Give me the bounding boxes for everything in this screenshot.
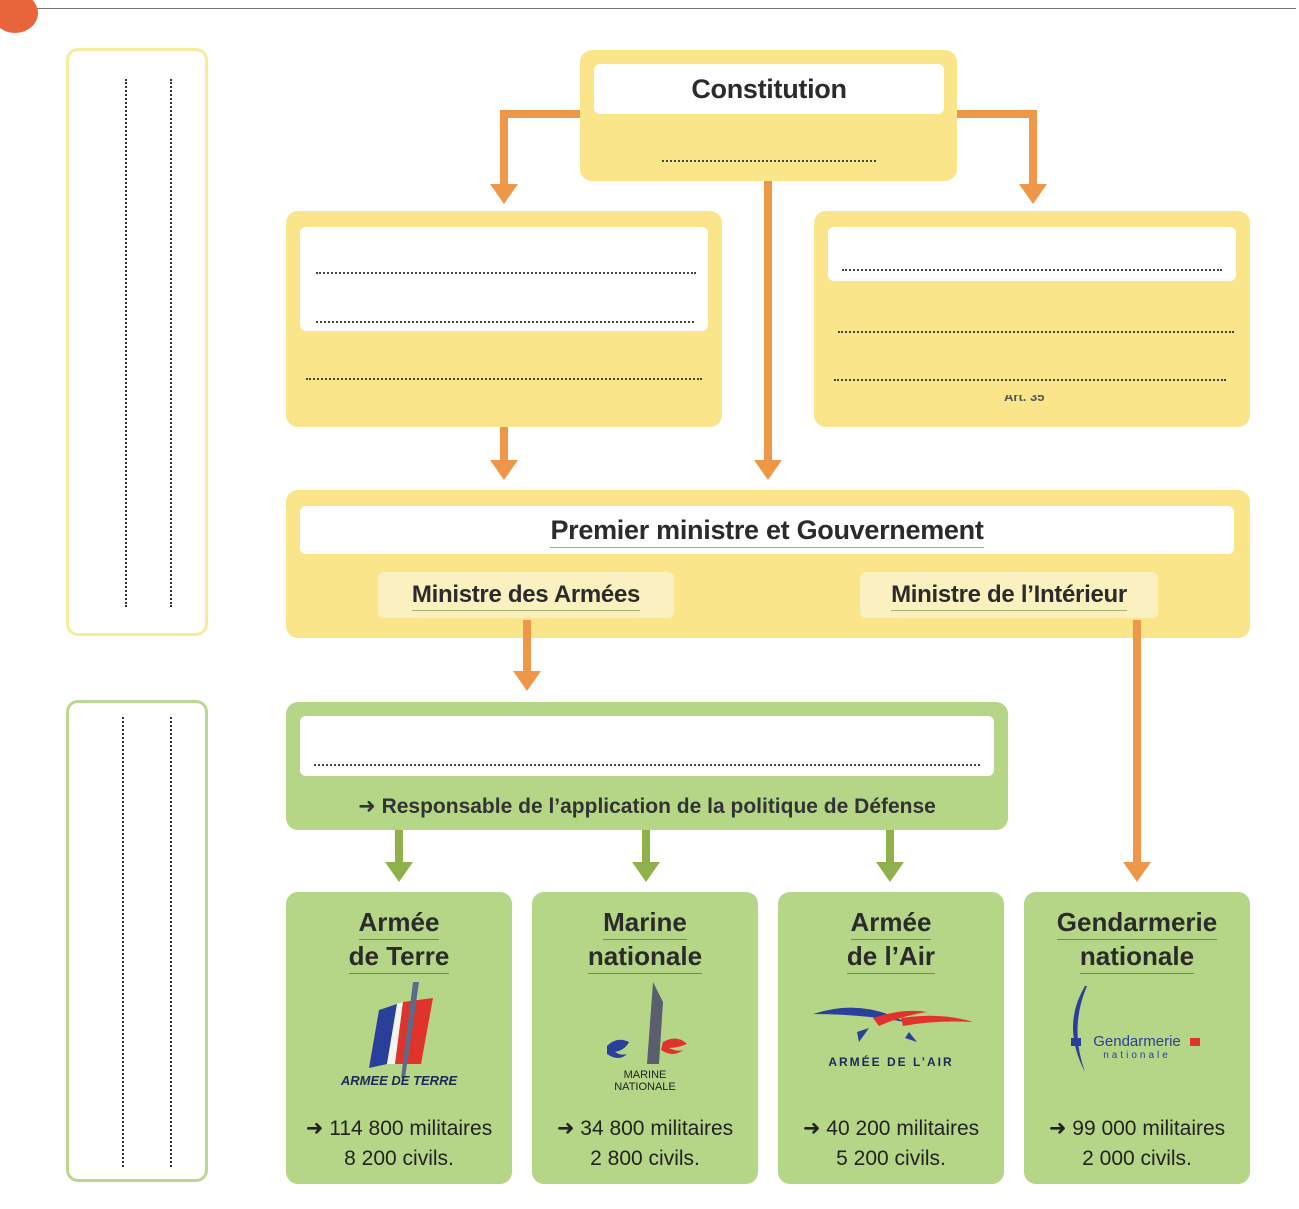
stat-military: ➜ 34 800 militaires: [556, 1117, 734, 1140]
blank-answer-line: [306, 378, 702, 380]
stat-military: ➜ 114 800 militaires: [305, 1117, 493, 1140]
dotted-answer-line: [122, 717, 124, 1167]
arrow-head: [1019, 184, 1047, 204]
connector-line: [395, 830, 403, 864]
dotted-answer-line: [125, 79, 127, 607]
command-box: ➜ Responsable de l’application de la pol…: [286, 702, 1008, 830]
constitution-title: Constitution: [691, 74, 847, 104]
card-title-line1: Armée: [850, 906, 932, 940]
card-gendarmerie-nationale: Gendarmerie nationale Gendarmerie nation…: [1024, 892, 1250, 1184]
connector-line: [500, 110, 508, 184]
blank-label-column-top: [66, 48, 208, 636]
connector-line: [1029, 110, 1037, 184]
government-box: Premier ministre et Gouvernement Ministr…: [286, 490, 1250, 638]
blank-label-column-bottom: [66, 700, 208, 1182]
institution-box-left: [286, 211, 722, 427]
card-title: Gendarmerie nationale: [1024, 906, 1250, 974]
arrow-head: [490, 460, 518, 480]
logo-text: MARINE: [624, 1069, 667, 1081]
card-title-line2: de Terre: [348, 940, 450, 974]
card-stats: ➜ 34 800 militaires 2 800 civils.: [532, 1114, 758, 1174]
institution-box-right: Art. 35: [814, 211, 1250, 427]
blank-answer-line: [316, 272, 696, 274]
constitution-box: Constitution: [580, 50, 957, 181]
stat-military: ➜ 99 000 militaires: [1048, 1117, 1226, 1140]
blank-answer-line: [316, 321, 694, 323]
connector-line: [500, 427, 508, 461]
stat-military: ➜ 40 200 militaires: [802, 1117, 980, 1140]
connector-line: [957, 110, 1037, 118]
institution-title-panel: [828, 227, 1236, 281]
blank-answer-line: [314, 764, 980, 766]
card-armee-de-terre: Armée de Terre ARMEE DE TERRE ➜ 114 800 …: [286, 892, 512, 1184]
card-stats: ➜ 114 800 militaires 8 200 civils.: [286, 1114, 512, 1174]
card-title: Armée de l’Air: [778, 906, 1004, 974]
dotted-answer-line: [170, 717, 172, 1167]
blank-answer-line: [662, 160, 876, 162]
arrow-head: [513, 671, 541, 691]
stat-civil: 2 800 civils.: [590, 1147, 700, 1170]
logo-text: ARMÉE DE L’AIR: [828, 1054, 953, 1069]
arrow-head: [490, 184, 518, 204]
card-title: Marine nationale: [532, 906, 758, 974]
dotted-answer-line: [170, 79, 172, 607]
connector-line: [1133, 620, 1141, 864]
blank-answer-line: [842, 269, 1222, 271]
blank-answer-line: [834, 379, 1226, 381]
minister-interieur-tag: Ministre de l’Intérieur: [860, 572, 1158, 618]
card-armee-de-l-air: Armée de l’Air ARMÉE DE L’AIR ➜ 40 200 m…: [778, 892, 1004, 1184]
exercise-marker: [0, 0, 38, 33]
connector-line: [500, 110, 580, 118]
card-stats: ➜ 40 200 militaires 5 200 civils.: [778, 1114, 1004, 1174]
marine-nationale-logo: MARINE NATIONALE: [607, 982, 687, 1093]
arrow-head: [1123, 862, 1151, 882]
institution-title-panel: [300, 227, 708, 331]
connector-line: [886, 830, 894, 864]
logo-text: Gendarmerie: [1093, 1033, 1181, 1050]
gendarmerie-logo: Gendarmerie nationale: [1071, 986, 1200, 1072]
stray-mark: Art. 35: [1004, 395, 1045, 404]
minister-interieur-label: Ministre de l’Intérieur: [891, 581, 1127, 611]
government-title-panel: Premier ministre et Gouvernement: [300, 506, 1234, 554]
connector-line: [523, 620, 531, 672]
card-title-line1: Armée: [358, 906, 440, 940]
card-stats: ➜ 99 000 militaires 2 000 civils.: [1024, 1114, 1250, 1174]
minister-armees-tag: Ministre des Armées: [378, 572, 674, 618]
arrow-head: [385, 862, 413, 882]
constitution-title-panel: Constitution: [594, 64, 944, 114]
arrow-head: [632, 862, 660, 882]
stat-civil: 2 000 civils.: [1082, 1147, 1192, 1170]
logo-text: nationale: [1103, 1050, 1171, 1061]
card-title-line2: de l’Air: [846, 940, 936, 974]
card-title-line2: nationale: [1079, 940, 1195, 974]
armee-de-l-air-logo: ARMÉE DE L’AIR: [813, 1007, 973, 1069]
card-marine-nationale: Marine nationale MARINE NATIONALE ➜ 34 8…: [532, 892, 758, 1184]
logo-text: NATIONALE: [614, 1081, 676, 1093]
card-title-line1: Gendarmerie: [1056, 906, 1218, 940]
arrow-head: [754, 460, 782, 480]
connector-line: [764, 181, 772, 461]
logo-text: ARMEE DE TERRE: [340, 1073, 458, 1088]
blank-answer-line: [838, 331, 1234, 333]
minister-armees-label: Ministre des Armées: [411, 581, 640, 611]
card-title-line2: nationale: [587, 940, 703, 974]
card-title-line1: Marine: [603, 906, 687, 940]
stat-civil: 8 200 civils.: [344, 1147, 454, 1170]
armee-de-terre-logo: ARMEE DE TERRE: [340, 982, 458, 1088]
command-title-panel: [300, 716, 994, 776]
arrow-head: [876, 862, 904, 882]
government-title: Premier ministre et Gouvernement: [550, 515, 984, 548]
responsibility-text: ➜ Responsable de l’application de la pol…: [358, 795, 936, 818]
connector-line: [642, 830, 650, 864]
stat-civil: 5 200 civils.: [836, 1147, 946, 1170]
card-title: Armée de Terre: [286, 906, 512, 974]
